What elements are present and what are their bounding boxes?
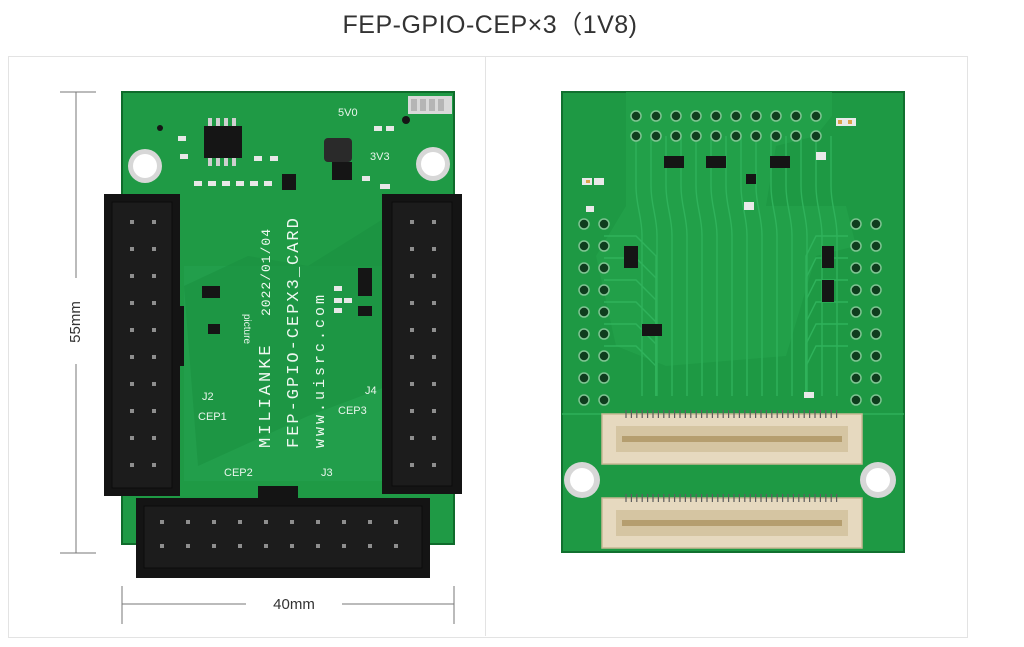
front-board-photo: 55mm 40mm bbox=[60, 91, 462, 624]
ic-q1 bbox=[282, 174, 296, 190]
label-j4: J4 bbox=[365, 385, 377, 397]
header-j3 bbox=[136, 486, 430, 578]
board-connector-top bbox=[601, 410, 863, 465]
silkscreen-vertical: MILIANKE 2022/01/04 FEP-GPIO-CEPX3_CARD … bbox=[257, 216, 329, 448]
label-5v0: 5V0 bbox=[338, 107, 358, 119]
width-label: 40mm bbox=[273, 596, 315, 613]
ic-u5 bbox=[208, 324, 220, 334]
ic-u8 bbox=[358, 268, 372, 296]
label-cep3: CEP3 bbox=[338, 405, 367, 417]
label-date: 2022/01/04 bbox=[259, 228, 274, 316]
label-j2: J2 bbox=[202, 391, 214, 403]
frame-divider bbox=[485, 56, 486, 636]
label-j3: J3 bbox=[321, 467, 333, 479]
ic-u16 bbox=[202, 286, 220, 298]
height-dimension bbox=[60, 91, 96, 554]
label-url: www.uisrc.com bbox=[312, 292, 329, 448]
back-ics bbox=[624, 156, 834, 336]
mounting-hole-right bbox=[416, 147, 450, 181]
header-j2 bbox=[104, 194, 184, 496]
back-mounting-hole-left bbox=[564, 462, 600, 498]
label-brand: MILIANKE bbox=[257, 342, 276, 448]
back-mounting-hole-right bbox=[860, 462, 896, 498]
ic-u9 bbox=[358, 306, 372, 316]
back-board-photo bbox=[561, 91, 905, 553]
page-title: FEP-GPIO-CEP×3（1V8) bbox=[342, 11, 638, 39]
pin-pads bbox=[578, 110, 882, 406]
label-cep1: CEP1 bbox=[198, 411, 227, 423]
silkscreen-text: 5V0 3V3 J2 CEP1 J4 CEP3 CEP2 J3 picture bbox=[198, 107, 390, 479]
inductor-l2 bbox=[324, 138, 352, 180]
height-label: 55mm bbox=[67, 301, 84, 343]
board-connector-bottom bbox=[601, 494, 863, 549]
label-picture: picture bbox=[241, 314, 252, 344]
label-cep2: CEP2 bbox=[224, 467, 253, 479]
header-j4 bbox=[382, 194, 462, 494]
led-array bbox=[408, 96, 452, 114]
width-dimension bbox=[121, 586, 455, 624]
mounting-hole-left bbox=[128, 149, 162, 183]
label-product: FEP-GPIO-CEPX3_CARD bbox=[285, 216, 304, 448]
ic-u17 bbox=[204, 118, 242, 166]
small-components bbox=[178, 126, 394, 189]
label-3v3: 3V3 bbox=[370, 151, 390, 163]
